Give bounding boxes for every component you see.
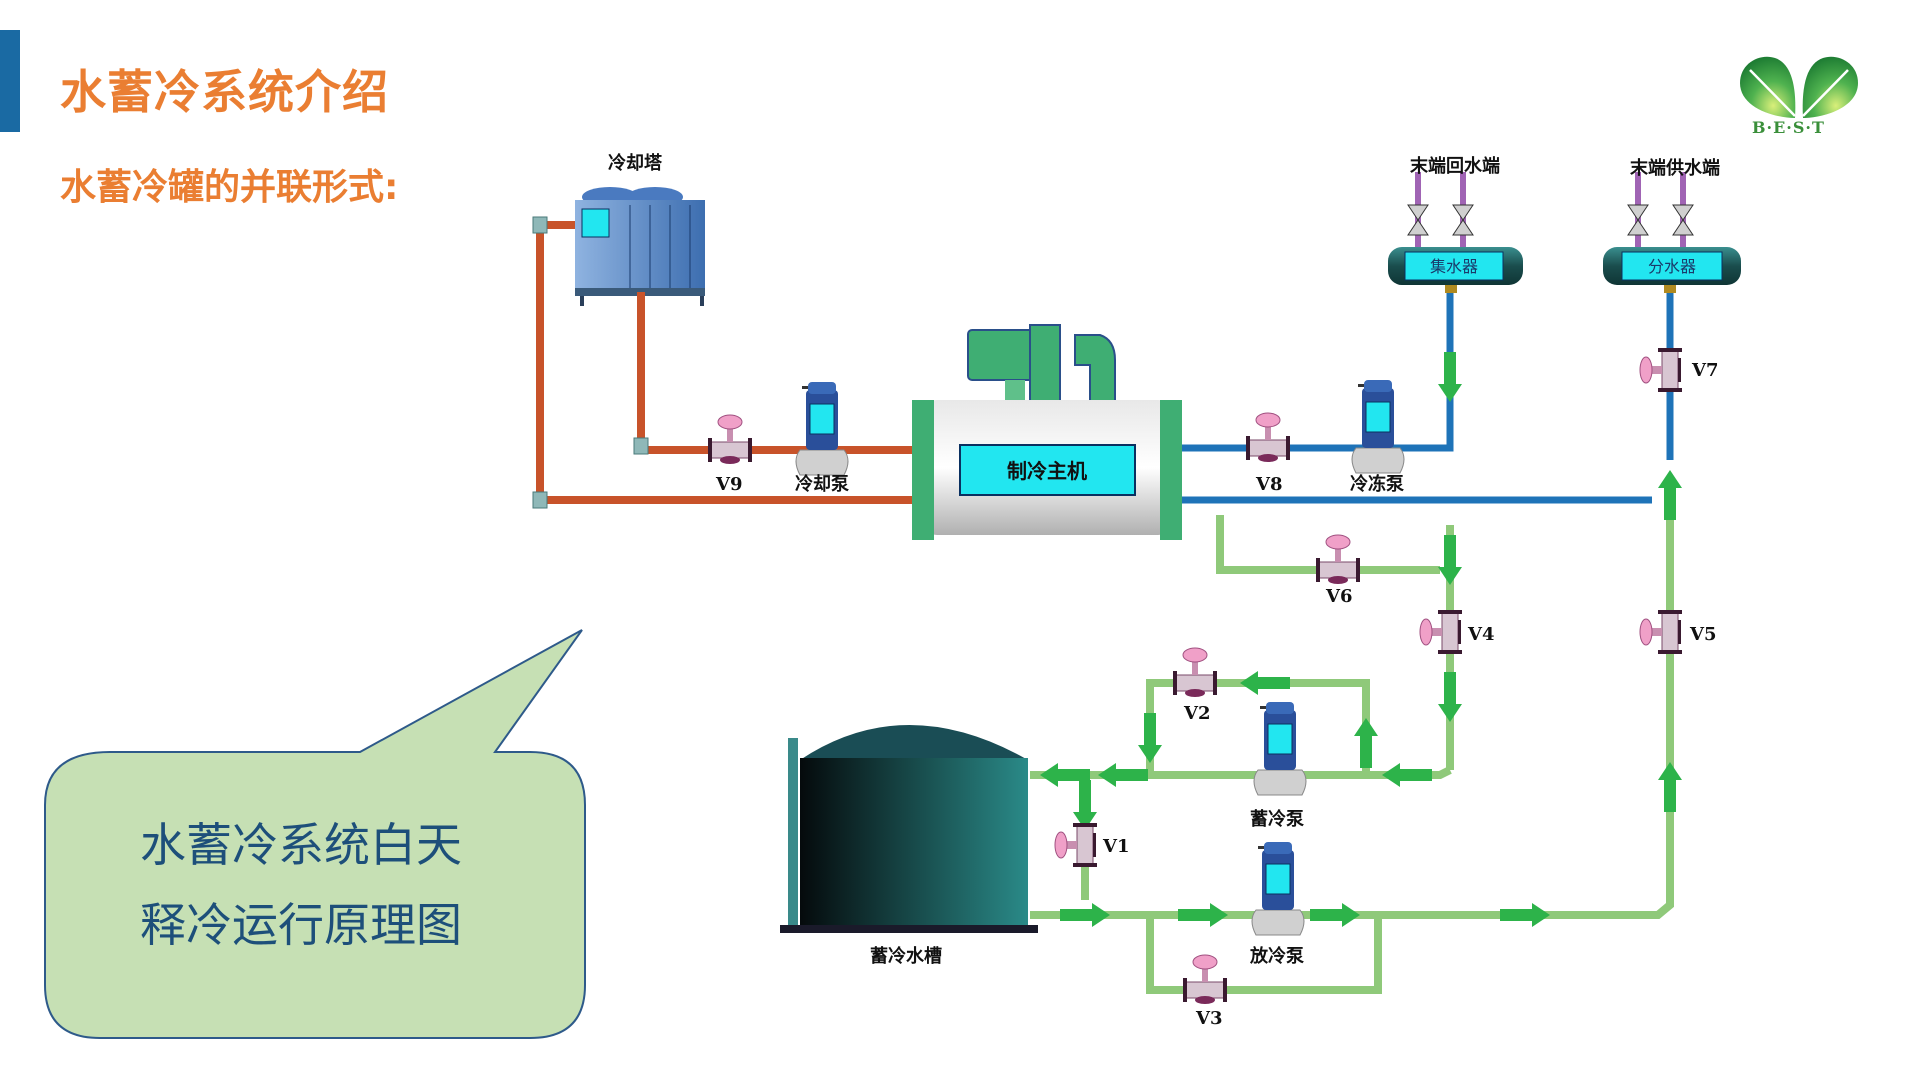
valve-v4-label: V4 [1467, 624, 1495, 645]
page-subtitle: 水蓄冷罐的并联形式: [60, 167, 399, 208]
chiller-unit [912, 324, 1182, 540]
return-end-label: 末端回水端 [1410, 155, 1500, 177]
valve-v5-label: V5 [1689, 624, 1717, 645]
distributor-header [1603, 172, 1741, 293]
callout-line-2: 释冷运行原理图 [140, 898, 462, 952]
collector-label: 集水器 [1430, 257, 1478, 276]
valve-v3-label: V3 [1195, 1008, 1223, 1029]
page-title: 水蓄冷系统介绍 [60, 65, 389, 119]
valve-v9-label: V9 [715, 474, 743, 495]
storage-pump-label: 蓄冷泵 [1250, 808, 1304, 830]
cooling-tower-label: 冷却塔 [608, 152, 663, 174]
discharge-pump-label: 放冷泵 [1249, 945, 1304, 967]
chilled-pump-label: 冷冻泵 [1350, 473, 1404, 495]
logo-text: B·E·S·T [1752, 118, 1825, 137]
storage-tank-label: 蓄冷水槽 [870, 945, 942, 967]
chiller-label: 制冷主机 [1007, 459, 1087, 483]
valve-v8-label: V8 [1255, 474, 1283, 495]
accent-bar [0, 30, 20, 132]
supply-end-label: 末端供水端 [1630, 157, 1720, 179]
valve-v2-label: V2 [1183, 703, 1211, 724]
collector-header [1388, 172, 1523, 293]
cooling-pump-label: 冷却泵 [795, 473, 849, 495]
twin-leaf-logo-icon [1740, 56, 1858, 118]
valve-v6-label: V6 [1325, 586, 1353, 607]
storage-tank [780, 725, 1038, 933]
callout-text: 水蓄冷系统白天 释冷运行原理图 [140, 805, 500, 965]
callout-line-1: 水蓄冷系统白天 [140, 818, 462, 872]
valve-v7-label: V7 [1691, 360, 1719, 381]
distributor-label: 分水器 [1648, 257, 1696, 276]
valve-v1-label: V1 [1102, 836, 1130, 857]
